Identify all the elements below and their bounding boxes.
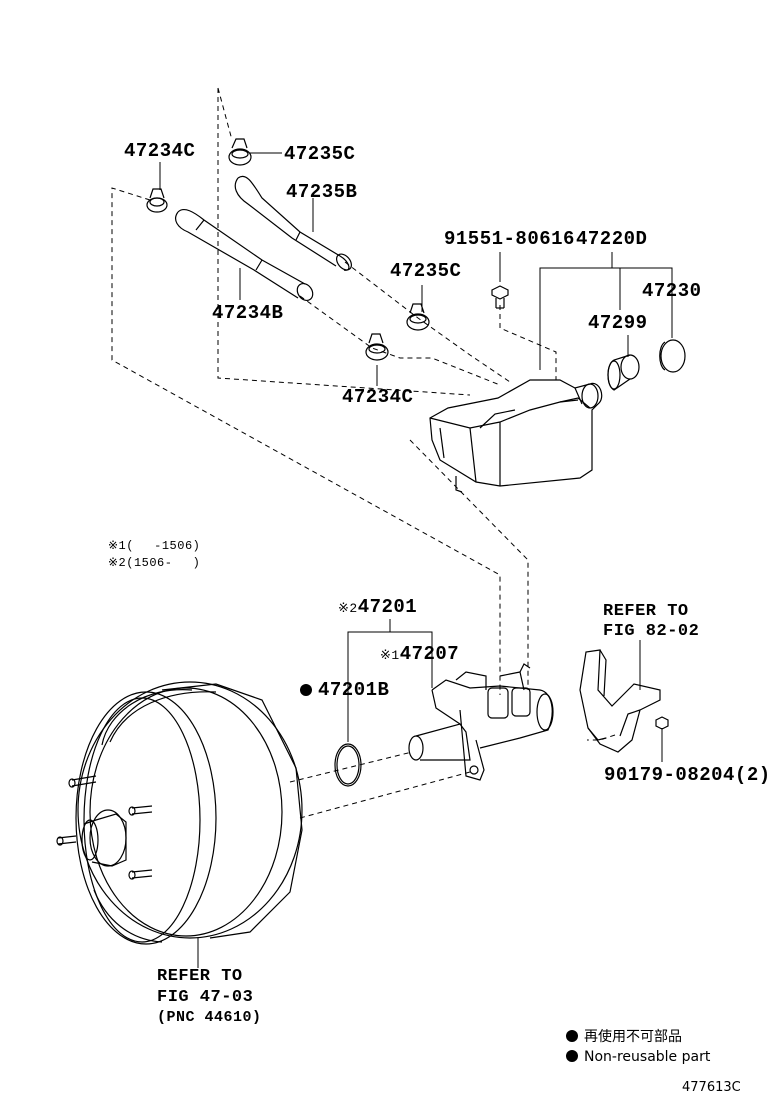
hose-clamp-47234c-bottom	[365, 333, 389, 361]
refer-fig-47-03-line1: REFER TO	[157, 967, 243, 986]
hose-clamp-47234c-top	[146, 188, 168, 213]
refer-fig-82-02-line1: REFER TO	[603, 602, 689, 621]
bracket-fig-82-02	[579, 649, 661, 753]
reservoir-tank-47220d	[429, 379, 603, 493]
o-ring-47201b	[334, 743, 362, 787]
legend-non-reusable-en: Non-reusable part	[566, 1050, 710, 1064]
hose-clamp-47235c-top	[228, 138, 252, 166]
label-90179-08204: 90179-08204(2)	[604, 764, 771, 786]
hose-47235b	[234, 175, 352, 271]
label-47201-number: 47201	[357, 596, 418, 618]
brake-booster	[56, 681, 303, 945]
grommet-47299	[607, 354, 640, 391]
non-reusable-dot-icon	[300, 684, 312, 696]
label-47299: 47299	[588, 312, 648, 334]
label-91551-80616: 91551-80616	[444, 228, 575, 250]
label-47201: ※247201	[338, 598, 417, 617]
legend-dot-icon	[566, 1030, 578, 1042]
note-2-date-range: ※2(1506- )	[108, 556, 201, 570]
dashed-guide-lines	[111, 87, 616, 819]
cap-47230	[659, 339, 686, 373]
label-47207: ※147207	[380, 645, 459, 664]
refer-fig-82-02-line2: FIG 82-02	[603, 622, 700, 641]
label-47235c-mid: 47235C	[390, 260, 462, 282]
leader-lines	[159, 152, 673, 968]
master-cylinder-47201	[408, 663, 554, 781]
legend-dot-icon	[566, 1050, 578, 1062]
refer-fig-47-03-line2: FIG 47-03	[157, 988, 254, 1007]
label-47234c-bottom: 47234C	[342, 386, 414, 408]
bolt-91551-80616	[491, 285, 509, 309]
mark-note-2: ※2	[338, 601, 358, 616]
label-47234b: 47234B	[212, 302, 284, 324]
bolt-90179-08204	[655, 716, 669, 730]
mark-note-1: ※1	[380, 648, 400, 663]
label-47234c-top: 47234C	[124, 140, 196, 162]
note-1-date-range: ※1( -1506)	[108, 539, 201, 553]
label-47201b: 47201B	[300, 681, 389, 700]
legend-en-text: Non-reusable part	[584, 1049, 711, 1065]
hose-clamp-47235c-mid	[406, 303, 430, 331]
label-47201b-number: 47201B	[318, 679, 390, 701]
label-47220d: 47220D	[576, 228, 648, 250]
legend-jp-text: 再使用不可部品	[584, 1029, 682, 1045]
legend-non-reusable-jp: 再使用不可部品	[566, 1030, 682, 1044]
label-47207-number: 47207	[399, 643, 460, 665]
label-47235c-top: 47235C	[284, 143, 356, 165]
label-47235b: 47235B	[286, 181, 358, 203]
figure-number: 477613C	[682, 1080, 741, 1095]
hose-47234b	[175, 208, 314, 301]
label-47230: 47230	[642, 280, 702, 302]
refer-pnc-44610: (PNC 44610)	[157, 1009, 262, 1026]
